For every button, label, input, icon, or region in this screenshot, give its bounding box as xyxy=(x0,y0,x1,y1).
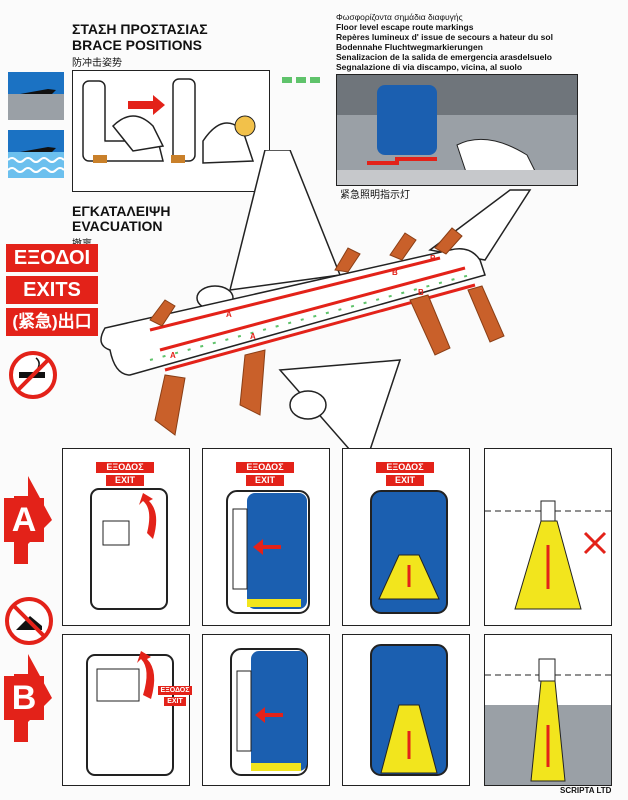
panel-a3-exit-gr: ΕΞΟΔΟΣ xyxy=(376,462,434,473)
panel-a3-exit-en: EXIT xyxy=(386,475,424,486)
panel-b4 xyxy=(484,634,612,786)
floor-green-bars xyxy=(282,72,322,83)
door-label-a3: A xyxy=(226,310,232,319)
panel-a2-exit-en: EXIT xyxy=(246,475,284,486)
floor-line-6: Segnalazione di via discampo, vicina, al… xyxy=(336,62,523,72)
no-smoking-icon xyxy=(8,350,58,400)
floor-caption-cn: 紧急照明指示灯 xyxy=(340,190,410,201)
door-label-b3: B xyxy=(430,254,436,263)
door-label-a2: A xyxy=(250,332,256,341)
panel-a1-exit-en: EXIT xyxy=(106,475,144,486)
floor-line-4: Bodennahe Fluchtwegmarkierungen xyxy=(336,42,483,52)
exits-gr: ΕΞΟΔΟΙ xyxy=(6,244,98,272)
panel-b3 xyxy=(342,634,470,786)
no-high-heels-icon xyxy=(4,596,54,646)
credit: SCRIPTA LTD xyxy=(560,786,612,795)
exits-en: EXITS xyxy=(6,276,98,304)
row-b-letter: B xyxy=(4,676,44,720)
brace-title-gr: ΣΤΑΣΗ ΠΡΟΣΤΑΣΙΑΣ xyxy=(72,21,208,37)
row-a-letter: A xyxy=(4,498,44,542)
floor-line-3: Repères lumineux d' issue de secours a h… xyxy=(336,32,553,42)
brace-title-en: BRACE POSITIONS xyxy=(72,37,202,53)
door-label-b2: B xyxy=(392,268,398,277)
brace-title-cn: 防冲击姿势 xyxy=(72,58,122,69)
panel-a4 xyxy=(484,448,612,626)
panel-a2-exit-gr: ΕΞΟΔΟΣ xyxy=(236,462,294,473)
panel-b2 xyxy=(202,634,330,786)
panel-b1-exit-gr: ΕΞΟΔΟΣ xyxy=(158,686,192,695)
airplane-diagram xyxy=(90,149,610,451)
floor-line-1: Φωσφορίζοντα σημάδια διαφυγής xyxy=(336,12,463,22)
plane-land-icon xyxy=(8,72,64,120)
panel-b1-exit-en: EXIT xyxy=(164,697,186,706)
door-label-b1: B xyxy=(418,288,424,297)
panel-b1 xyxy=(62,634,190,786)
brace-illustration xyxy=(72,70,270,192)
floor-marking-illustration xyxy=(336,74,578,186)
panel-a1-exit-gr: ΕΞΟΔΟΣ xyxy=(96,462,154,473)
floor-line-5: Senalizacion de la salida de emergencia … xyxy=(336,52,552,62)
plane-water-icon xyxy=(7,130,65,178)
exits-cn: (紧急)出口 xyxy=(6,308,98,336)
door-label-a1: A xyxy=(170,351,176,360)
floor-line-2: Floor level escape route markings xyxy=(336,22,474,32)
evac-title-gr: ΕΓΚΑΤΑΛΕΙΨΗ xyxy=(72,203,171,219)
evac-title-en: EVACUATION xyxy=(72,218,163,234)
